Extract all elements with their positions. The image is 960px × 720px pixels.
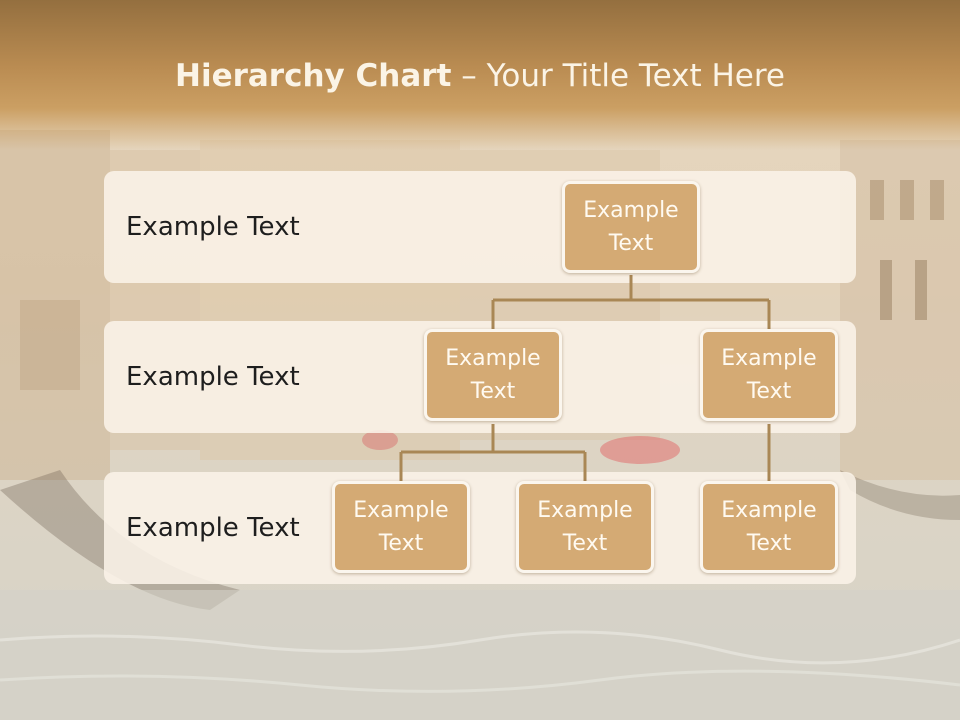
node-level3-a-text: Example Text <box>353 498 449 556</box>
title-dash: – <box>451 58 487 94</box>
node-level3-b-text: Example Text <box>537 498 633 556</box>
node-level2-left-text: Example Text <box>445 346 541 404</box>
page-title: Hierarchy Chart – Your Title Text Here <box>0 58 960 94</box>
level-label-2: Example Text <box>126 362 300 392</box>
node-level3-b[interactable]: Example Text <box>516 481 654 573</box>
level-label-1: Example Text <box>126 212 300 242</box>
node-level2-left[interactable]: Example Text <box>424 329 562 421</box>
level-band-1 <box>104 171 856 283</box>
node-level2-right[interactable]: Example Text <box>700 329 838 421</box>
node-root[interactable]: Example Text <box>562 181 700 273</box>
level-label-3: Example Text <box>126 513 300 543</box>
node-root-text: Example Text <box>583 198 679 256</box>
title-rest: Your Title Text Here <box>486 58 785 94</box>
node-level3-a[interactable]: Example Text <box>332 481 470 573</box>
title-band <box>0 0 960 150</box>
node-level3-c-text: Example Text <box>721 498 817 556</box>
node-level3-c[interactable]: Example Text <box>700 481 838 573</box>
title-bold-part: Hierarchy Chart <box>175 58 452 94</box>
node-level2-right-text: Example Text <box>721 346 817 404</box>
